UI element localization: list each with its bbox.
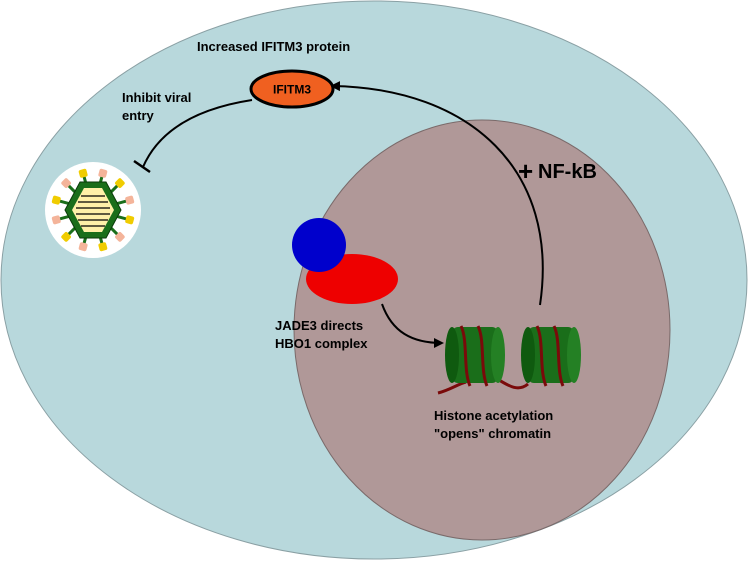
histone-label-line1: Histone acetylation — [434, 408, 553, 423]
inhibit-label-line2: entry — [122, 108, 155, 123]
virus-spike-head — [61, 178, 71, 188]
virus-genome-lines — [76, 195, 110, 227]
nucleosome-icon — [521, 325, 581, 387]
virus-spike-head — [125, 215, 135, 225]
virus-spike-head — [78, 242, 88, 252]
virus-spike-head — [115, 232, 125, 242]
histone-label-line2: "opens" chromatin — [434, 426, 551, 441]
virus-spike-head — [125, 195, 135, 205]
virus-spike-head — [98, 168, 108, 178]
ifitm3-label: IFITM3 — [273, 83, 311, 97]
inhibition-bar — [133, 159, 151, 174]
virus-spike-head — [61, 232, 71, 242]
inhibition-arrow-icon — [142, 99, 253, 168]
nfkb-plus: + — [518, 156, 533, 186]
virus-spike-head — [78, 168, 88, 178]
virus-spike-head — [98, 242, 108, 252]
virus-spike-head — [51, 215, 61, 225]
nucleosome-icon — [445, 325, 505, 387]
expression-arrow — [330, 81, 544, 306]
virus-spike-head — [115, 178, 125, 188]
virus-icon — [51, 168, 135, 252]
increased-protein-label: Increased IFITM3 protein — [197, 39, 350, 54]
virus-spike-stem — [115, 199, 129, 206]
virus-core — [72, 188, 114, 232]
inhibit-label-line1: Inhibit viral — [122, 90, 191, 105]
hbo1-to-chromatin-arrow — [381, 303, 444, 348]
jade-label-line2: HBO1 complex — [275, 336, 368, 351]
ifitm3-protein: IFITM3 — [249, 69, 335, 109]
jade-label-line1: JADE3 directs — [275, 318, 363, 333]
nfkb-label: NF-kB — [538, 161, 597, 183]
virus-spike-head — [51, 195, 61, 205]
jade3-protein — [292, 218, 346, 272]
virus-spike-stem — [115, 214, 129, 221]
